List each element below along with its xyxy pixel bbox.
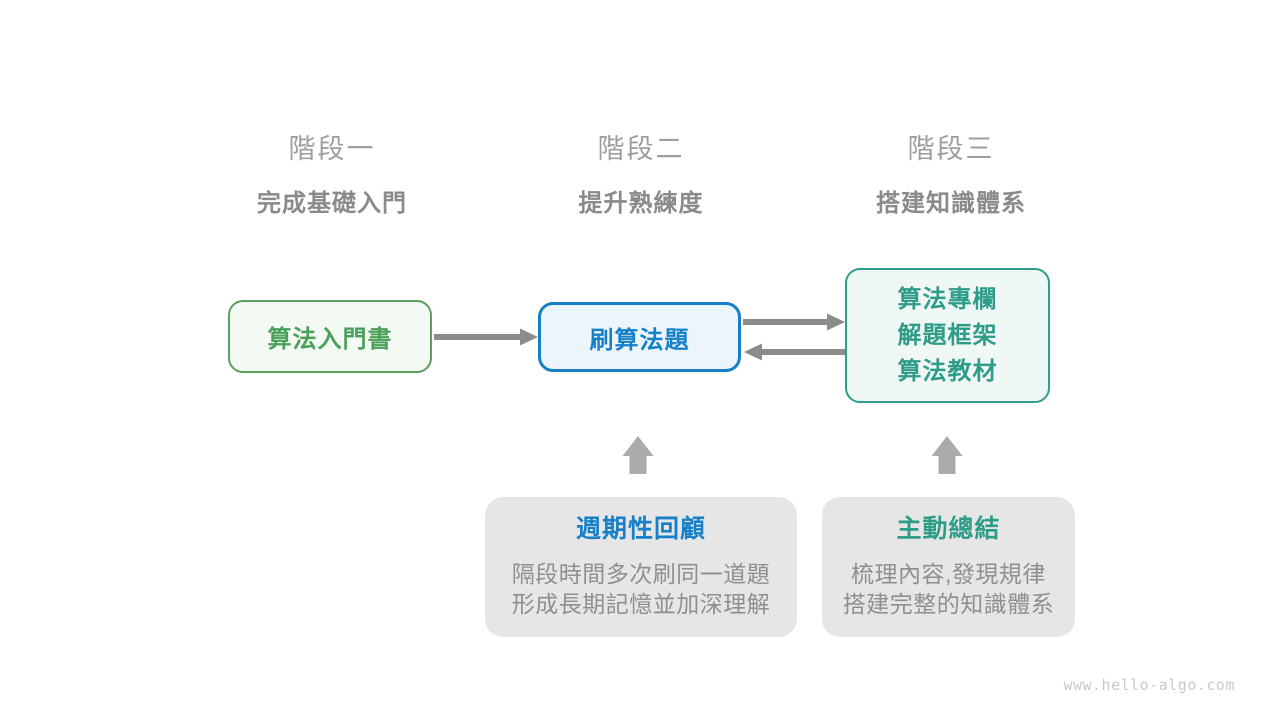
stage-3-header: 階段三 搭建知識體系 bbox=[791, 127, 1111, 218]
node-advanced-line-3: 算法教材 bbox=[897, 357, 998, 385]
note-periodic-review: 週期性回顧 隔段時間多次刷同一道題 形成長期記憶並加深理解 bbox=[485, 497, 797, 637]
stage-1-label: 階段一 bbox=[288, 134, 376, 164]
node-intro-book: 算法入門書 bbox=[228, 300, 432, 373]
note-periodic-review-body: 隔段時間多次刷同一道題 形成長期記憶並加深理解 bbox=[485, 559, 797, 619]
node-practice: 刷算法題 bbox=[538, 302, 741, 372]
stage-2-subtitle: 提升熟練度 bbox=[578, 190, 704, 217]
stage-2-header: 階段二 提升熟練度 bbox=[481, 127, 801, 218]
node-practice-label: 刷算法題 bbox=[589, 326, 690, 354]
note-active-summary-body: 梳理內容,發現規律 搭建完整的知識體系 bbox=[822, 559, 1075, 619]
stage-3-subtitle: 搭建知識體系 bbox=[876, 190, 1026, 217]
up-arrow-active-summary bbox=[931, 436, 963, 474]
note-active-summary: 主動總結 梳理內容,發現規律 搭建完整的知識體系 bbox=[822, 497, 1075, 637]
node-advanced-resources: 算法專欄 解題框架 算法教材 bbox=[845, 268, 1050, 403]
note-active-summary-body-line-2: 搭建完整的知識體系 bbox=[842, 591, 1055, 617]
note-active-summary-title: 主動總結 bbox=[896, 515, 1001, 543]
stage-3-label: 階段三 bbox=[907, 134, 995, 164]
up-arrow-periodic-review bbox=[622, 436, 654, 474]
stage-2-label: 階段二 bbox=[597, 134, 685, 164]
note-periodic-review-body-line-2: 形成長期記憶並加深理解 bbox=[511, 591, 771, 617]
watermark: www.hello-algo.com bbox=[1063, 676, 1235, 694]
node-advanced-line-1: 算法專欄 bbox=[897, 285, 998, 313]
arrow-advanced-to-practice bbox=[744, 343, 845, 361]
node-advanced-line-2: 解題框架 bbox=[897, 321, 998, 349]
arrow-intro-to-practice bbox=[434, 328, 538, 346]
node-intro-book-label: 算法入門書 bbox=[267, 326, 393, 353]
stage-1-subtitle: 完成基礎入門 bbox=[257, 190, 407, 217]
note-periodic-review-body-line-1: 隔段時間多次刷同一道題 bbox=[511, 561, 771, 587]
arrow-practice-to-advanced bbox=[743, 313, 845, 331]
note-periodic-review-title: 週期性回顧 bbox=[575, 515, 706, 543]
stage-1-header: 階段一 完成基礎入門 bbox=[172, 127, 492, 218]
note-active-summary-body-line-1: 梳理內容,發現規律 bbox=[851, 561, 1046, 587]
